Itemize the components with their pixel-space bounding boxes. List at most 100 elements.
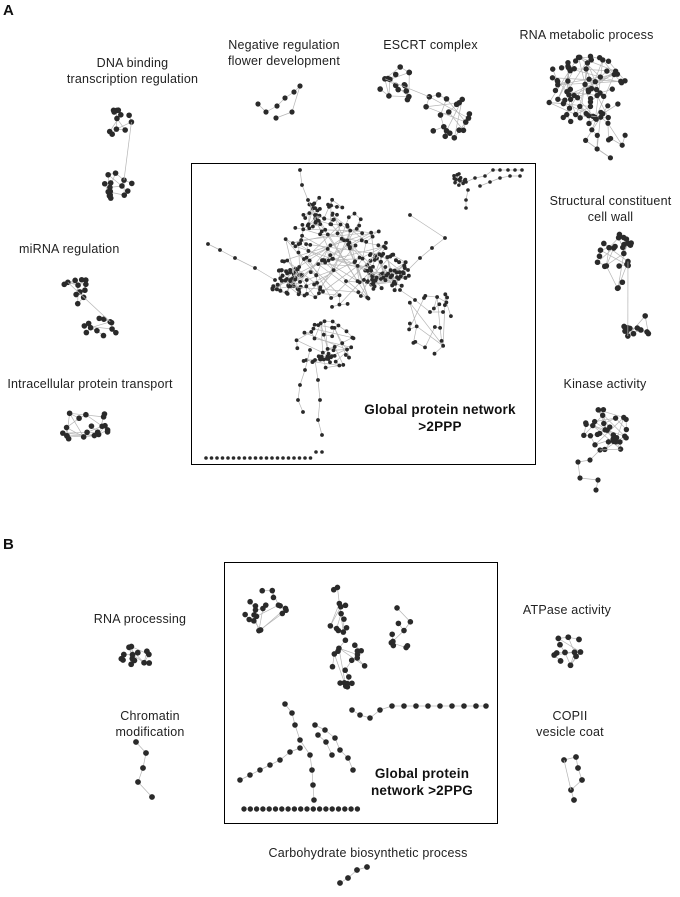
network-node bbox=[566, 105, 573, 111]
network-node bbox=[442, 303, 447, 307]
network-node bbox=[408, 213, 412, 217]
network-edge bbox=[388, 95, 409, 97]
network-node bbox=[341, 363, 346, 367]
network-node bbox=[308, 242, 313, 247]
network-node bbox=[431, 306, 436, 311]
global-2ppp-singletons bbox=[204, 450, 324, 460]
network-node bbox=[296, 398, 300, 402]
module-label-dna-binding: DNA binding transcription regulation bbox=[66, 56, 199, 86]
network-node bbox=[586, 113, 592, 119]
network-node bbox=[337, 363, 342, 368]
network-node bbox=[605, 137, 612, 143]
module-carbohydrate-biosynthetic bbox=[337, 864, 370, 886]
network-node bbox=[456, 127, 462, 133]
network-node bbox=[449, 314, 453, 319]
network-node bbox=[381, 251, 386, 256]
network-node bbox=[247, 598, 253, 605]
network-node bbox=[283, 607, 289, 614]
network-node bbox=[368, 252, 373, 256]
network-node bbox=[262, 602, 269, 608]
network-node bbox=[101, 180, 108, 187]
network-edge bbox=[436, 297, 441, 328]
network-node bbox=[342, 806, 348, 812]
network-node bbox=[406, 273, 411, 278]
network-node bbox=[413, 703, 419, 709]
network-edge bbox=[607, 123, 623, 146]
network-node bbox=[551, 652, 558, 658]
network-node bbox=[343, 353, 348, 357]
network-node bbox=[340, 341, 345, 346]
network-edge bbox=[282, 232, 372, 262]
network-node bbox=[357, 712, 363, 718]
network-node bbox=[594, 132, 600, 138]
network-node bbox=[513, 168, 517, 172]
network-edge bbox=[256, 604, 279, 617]
network-edge bbox=[286, 260, 316, 298]
network-node bbox=[335, 212, 339, 217]
network-edge bbox=[296, 331, 312, 341]
network-node bbox=[275, 456, 280, 460]
module-mirna-link bbox=[67, 282, 111, 323]
network-edge bbox=[67, 282, 111, 323]
network-node bbox=[247, 772, 253, 778]
network-edge bbox=[306, 269, 334, 295]
network-node bbox=[587, 103, 594, 110]
network-node bbox=[371, 281, 376, 286]
network-node bbox=[352, 642, 358, 649]
network-node bbox=[483, 703, 489, 709]
network-node bbox=[321, 289, 325, 294]
network-node bbox=[506, 168, 510, 172]
network-node bbox=[361, 663, 368, 669]
network-node bbox=[348, 228, 353, 233]
network-node bbox=[264, 456, 269, 460]
network-node bbox=[61, 281, 68, 288]
network-node bbox=[251, 612, 257, 618]
network-edge bbox=[599, 448, 621, 451]
network-node bbox=[101, 316, 107, 323]
network-edge bbox=[332, 213, 355, 263]
network-node bbox=[108, 319, 115, 326]
network-edge bbox=[275, 111, 293, 119]
network-node bbox=[400, 270, 405, 275]
network-node bbox=[289, 109, 295, 115]
network-node bbox=[362, 277, 366, 282]
network-node bbox=[369, 230, 374, 235]
network-node bbox=[104, 427, 111, 433]
network-node bbox=[357, 223, 362, 228]
network-node bbox=[595, 407, 601, 413]
network-node bbox=[562, 649, 568, 656]
network-node bbox=[379, 277, 383, 281]
network-edge bbox=[426, 102, 460, 108]
network-node bbox=[397, 260, 402, 265]
network-node bbox=[78, 276, 85, 283]
network-node bbox=[423, 103, 429, 110]
network-node bbox=[606, 244, 612, 251]
network-node bbox=[297, 456, 302, 460]
network-node bbox=[329, 355, 333, 360]
module-atpase-activity bbox=[551, 634, 584, 669]
network-node bbox=[315, 280, 319, 285]
network-node bbox=[397, 64, 403, 70]
global-2ppp-outer-right bbox=[407, 292, 453, 356]
network-node bbox=[610, 438, 617, 445]
global-2ppp-arms bbox=[206, 168, 447, 437]
network-node bbox=[333, 625, 340, 632]
network-node bbox=[461, 703, 467, 709]
network-node bbox=[297, 83, 303, 89]
network-edge bbox=[384, 78, 390, 97]
network-node bbox=[328, 222, 333, 227]
network-node bbox=[413, 339, 418, 344]
network-node bbox=[599, 412, 606, 418]
network-node bbox=[588, 57, 595, 63]
network-node bbox=[307, 211, 312, 215]
network-node bbox=[598, 109, 604, 115]
network-node bbox=[94, 327, 100, 334]
network-node bbox=[251, 618, 257, 624]
network-node bbox=[329, 806, 335, 812]
network-node bbox=[392, 288, 397, 293]
network-node bbox=[302, 330, 307, 335]
network-node bbox=[290, 241, 295, 246]
network-edge bbox=[317, 419, 323, 436]
network-node bbox=[620, 234, 627, 241]
network-node bbox=[278, 288, 283, 293]
